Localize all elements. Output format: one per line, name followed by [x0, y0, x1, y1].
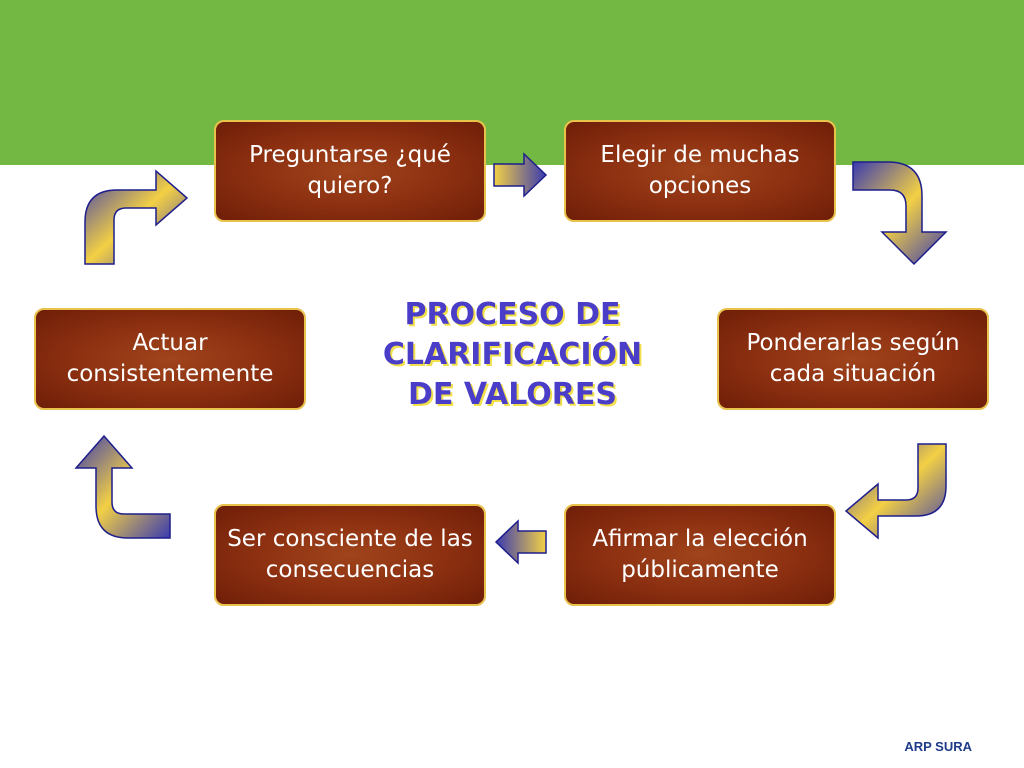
- step-label: Elegir de muchas opciones: [600, 142, 800, 199]
- step-box-preguntarse: Preguntarse ¿qué quiero?: [214, 120, 486, 222]
- arrow-right-icon: [493, 152, 548, 198]
- step-label: Afirmar la elección públicamente: [592, 526, 808, 583]
- step-box-ponderarlas: Ponderarlas según cada situación: [717, 308, 989, 410]
- step-box-elegir: Elegir de muchas opciones: [564, 120, 836, 222]
- brand-logo-text: ARP SURA: [904, 739, 972, 754]
- green-header-band: [0, 0, 1024, 165]
- step-box-afirmar: Afirmar la elección públicamente: [564, 504, 836, 606]
- curved-arrow-up-icon: [74, 434, 171, 539]
- step-label: Ser consciente de las consecuencias: [227, 526, 473, 583]
- step-label: Ponderarlas según cada situación: [746, 330, 960, 387]
- step-box-actuar: Actuar consistentemente: [34, 308, 306, 410]
- diagram-title: PROCESO DE CLARIFICACIÓN DE VALORES: [382, 297, 643, 412]
- step-label: Preguntarse ¿qué quiero?: [249, 142, 451, 199]
- curved-arrow-right-icon: [84, 169, 189, 265]
- step-box-consciente: Ser consciente de las consecuencias: [214, 504, 486, 606]
- step-label: Actuar consistentemente: [66, 330, 274, 387]
- arrow-left-icon: [494, 519, 547, 565]
- curved-arrow-down-icon: [852, 161, 948, 266]
- curved-arrow-left-icon: [844, 443, 947, 540]
